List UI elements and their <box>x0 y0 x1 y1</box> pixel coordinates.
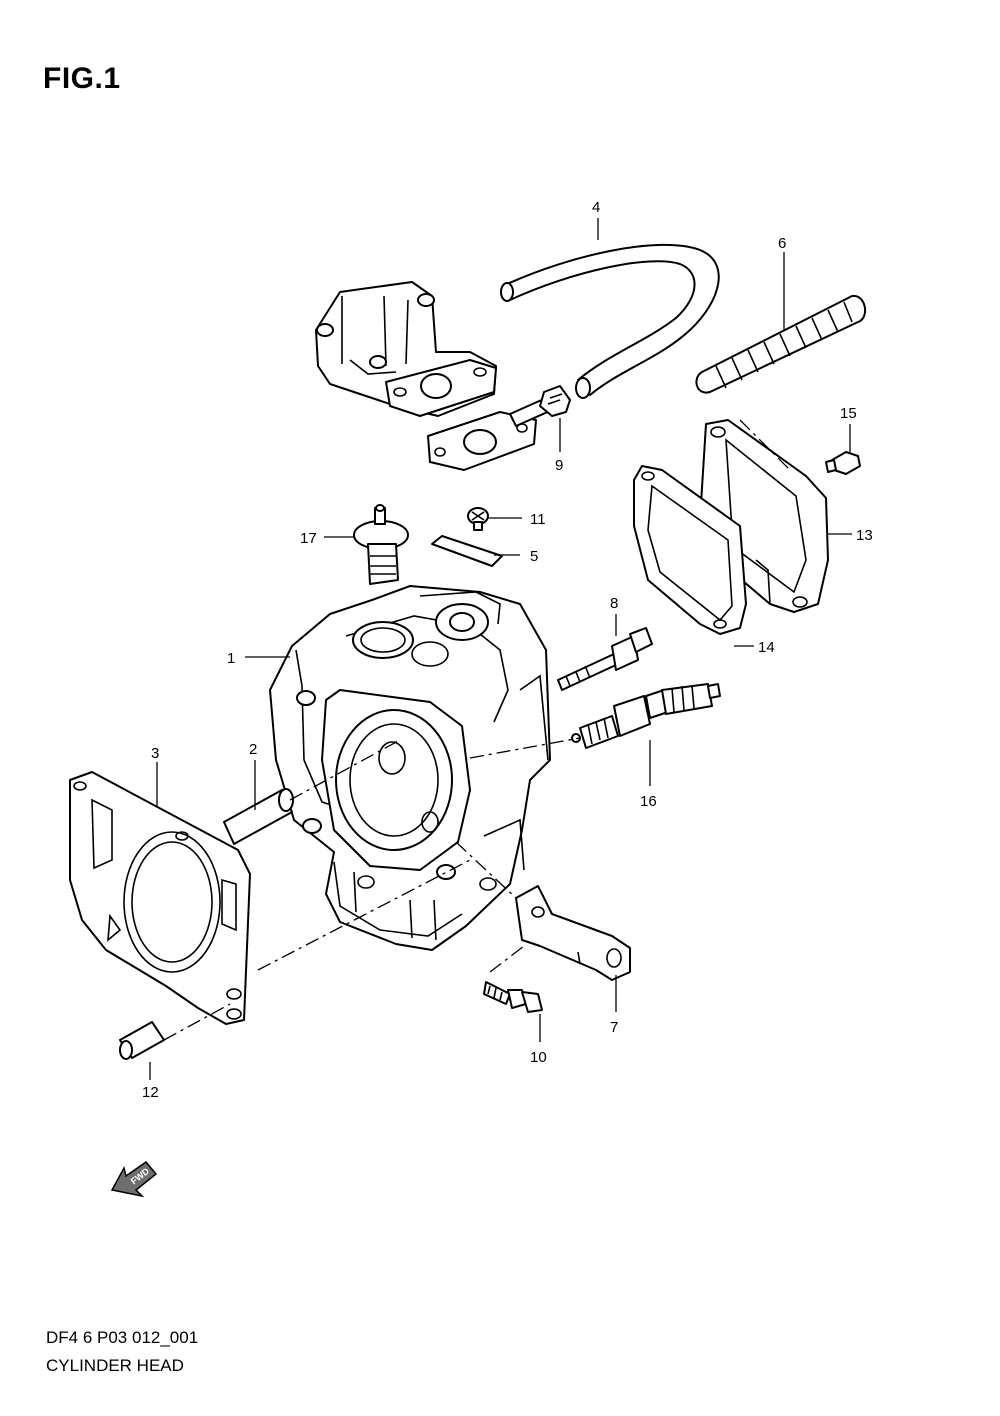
fwd-arrow-icon: FWD <box>110 1160 158 1198</box>
stud-bolt-part-8 <box>557 627 653 691</box>
thermostat-cover <box>315 281 553 471</box>
callout-16: 16 <box>640 793 657 810</box>
spark-plug-part-16 <box>571 683 721 749</box>
callout-14: 14 <box>758 639 775 656</box>
spiral-protector-part-6 <box>695 294 867 394</box>
dowel-pin-part-12 <box>119 1021 165 1060</box>
callout-9: 9 <box>555 457 563 474</box>
callout-8: 8 <box>610 595 618 612</box>
head-gasket-part-3 <box>69 771 251 1025</box>
callout-3: 3 <box>151 745 159 762</box>
hose-clip-part-9 <box>539 385 571 417</box>
callout-12: 12 <box>142 1084 159 1101</box>
screw-part-11 <box>467 507 489 531</box>
callout-11: 11 <box>530 511 546 528</box>
callout-labels: 1 2 3 4 5 6 7 8 9 10 11 12 13 14 15 16 1… <box>142 199 873 1101</box>
callout-13: 13 <box>856 527 873 544</box>
callout-7: 7 <box>610 1019 618 1036</box>
figure-title: FIG.1 <box>43 62 121 95</box>
alignment-lines <box>163 419 791 1041</box>
water-hose-part-4 <box>500 243 720 399</box>
callout-15: 15 <box>840 405 857 422</box>
callout-17: 17 <box>300 530 317 547</box>
callout-2: 2 <box>249 741 257 758</box>
callout-10: 10 <box>530 1049 547 1066</box>
cover-gasket-part-14 <box>633 465 747 635</box>
plate-part-5 <box>431 535 503 567</box>
callout-5: 5 <box>530 548 538 565</box>
bolt-part-10 <box>483 981 543 1013</box>
dowel-pin-part-2 <box>223 788 294 845</box>
bracket-part-7 <box>515 885 631 981</box>
thermostat-part-17 <box>353 504 409 585</box>
callout-4: 4 <box>592 199 600 216</box>
drawing-code: DF4 6 P03 012_001 <box>46 1328 199 1347</box>
callout-6: 6 <box>778 235 786 252</box>
cylinder-head-part-1 <box>269 585 551 951</box>
leader-lines <box>149 218 852 1080</box>
callout-1: 1 <box>227 650 235 667</box>
drawing-title: CYLINDER HEAD <box>46 1356 184 1375</box>
bolt-part-15 <box>825 451 861 475</box>
